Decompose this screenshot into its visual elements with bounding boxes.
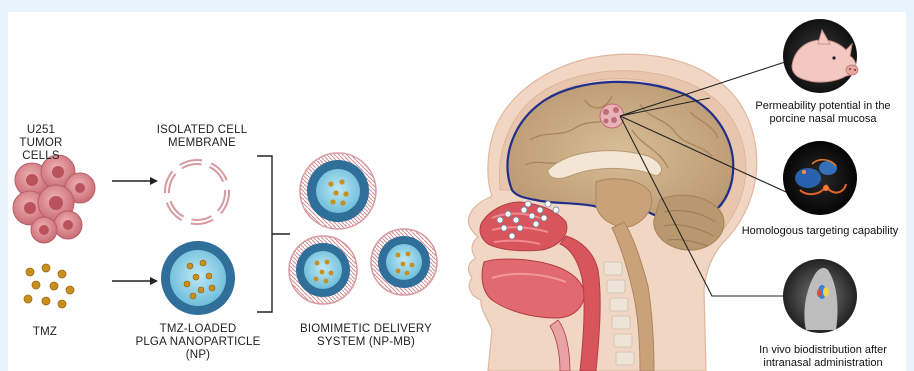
biomimetic-nanoparticle-left xyxy=(289,236,357,304)
in-vivo-imaging-icon xyxy=(783,259,857,333)
head-sagittal-section xyxy=(468,54,756,371)
biomimetic-nanoparticle-top xyxy=(300,153,376,229)
combination-bracket xyxy=(257,156,290,312)
biomimetic-nanoparticle-right xyxy=(371,229,437,295)
fluorescence-cell-icon xyxy=(783,141,857,215)
tmz-label: TMZ xyxy=(20,326,70,339)
arrow-to-membrane xyxy=(112,177,158,185)
arrow-to-nanoparticle xyxy=(112,277,158,285)
callout-targeting-text: Homologous targeting capability xyxy=(728,225,912,238)
tumor-cells-icon xyxy=(13,155,95,243)
pig-icon xyxy=(783,19,858,93)
nanoparticle-icon xyxy=(161,241,235,315)
tmz-molecules-icon xyxy=(24,264,74,308)
